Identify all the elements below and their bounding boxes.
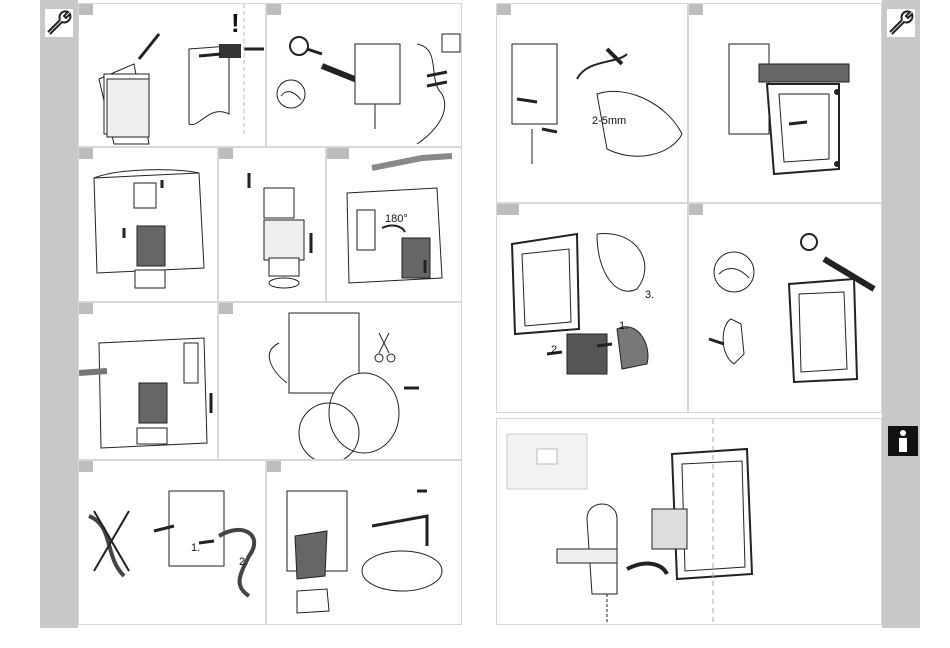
step-panel-7 — [218, 302, 462, 460]
step-panel-r5 — [496, 418, 882, 625]
step-panel-r1: 2-5mm — [496, 3, 688, 203]
step-panel-3 — [78, 147, 218, 302]
step-panel-4 — [218, 147, 326, 302]
step-label-2: 2. — [239, 557, 248, 568]
step-panel-6 — [78, 302, 218, 460]
gap-label: 2-5mm — [592, 116, 626, 127]
step-label-1: 1. — [619, 321, 628, 332]
step-panel-r2 — [688, 3, 882, 203]
wrench-icon — [44, 8, 74, 43]
warning-symbol: ! — [231, 10, 240, 36]
step-panel-r3: 3. 1. 2. — [496, 203, 688, 413]
right-page: 2-5mm 3. 1. 2. — [494, 0, 920, 628]
step-panel-r4 — [688, 203, 882, 413]
step-panel-2 — [266, 3, 462, 147]
step-label-3: 3. — [645, 290, 654, 301]
left-page: ! — [40, 0, 470, 628]
step-label-1: 1. — [191, 543, 200, 554]
step-panel-1: ! — [78, 3, 266, 147]
step-panel-5: 180° — [326, 147, 462, 302]
step-label-2: 2. — [551, 345, 560, 356]
wrench-icon — [886, 8, 916, 43]
info-icon — [888, 426, 918, 461]
left-side-strip — [40, 0, 78, 628]
step-panel-9 — [266, 460, 462, 625]
step-panel-8: 1. 2. — [78, 460, 266, 625]
right-side-strip — [882, 0, 920, 628]
rotation-label: 180° — [385, 214, 408, 225]
